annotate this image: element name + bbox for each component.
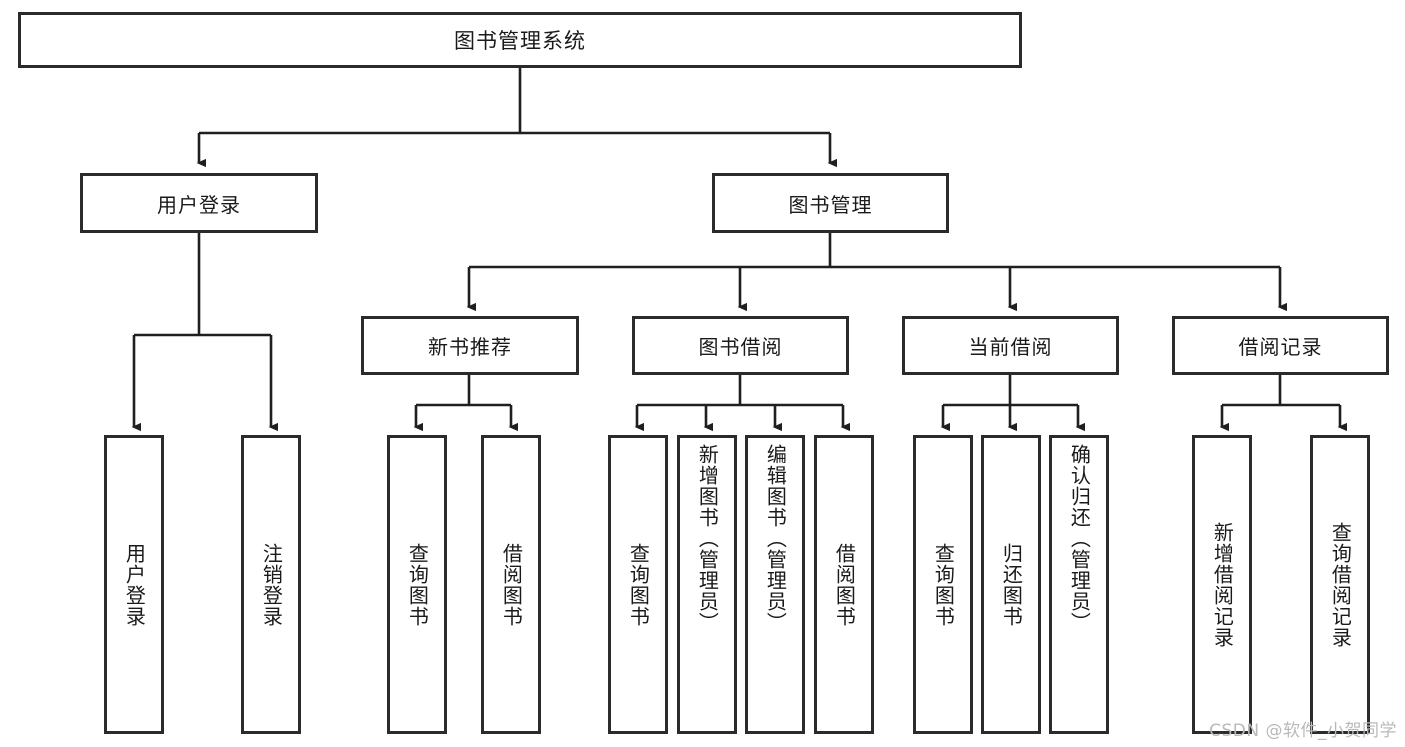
node-label: 用户登录	[157, 192, 241, 217]
node-label: 新增借阅记录	[1210, 521, 1235, 648]
leaf-borrow-record-query-record[interactable]: 查询借阅记录	[1310, 435, 1370, 734]
node-label: 归还图书	[999, 542, 1024, 627]
node-label: 图书借阅	[698, 335, 783, 359]
node-label: 注销登录	[259, 542, 284, 627]
node-label: 借阅记录	[1238, 335, 1323, 359]
node-book-borrow[interactable]: 图书借阅	[632, 316, 849, 375]
node-label: 图书管理	[788, 192, 873, 217]
node-root-system[interactable]: 图书管理系统	[18, 12, 1022, 68]
node-user-login[interactable]: 用户登录	[80, 173, 318, 233]
leaf-new-book-borrow-book[interactable]: 借阅图书	[481, 435, 541, 734]
node-new-book-recommend[interactable]: 新书推荐	[361, 316, 579, 375]
node-label: 当前借阅	[968, 335, 1053, 359]
leaf-current-borrow-confirm-return-admin[interactable]: 确认归还（管理员）	[1049, 435, 1109, 734]
node-label: 确认归还（管理员）	[1067, 444, 1092, 633]
leaf-user-login-login[interactable]: 用户登录	[104, 435, 164, 734]
node-label: 查询图书	[626, 542, 651, 627]
node-label: 借阅图书	[499, 542, 524, 627]
leaf-user-login-logout[interactable]: 注销登录	[241, 435, 301, 734]
node-label: 查询借阅记录	[1328, 521, 1353, 648]
node-current-borrow[interactable]: 当前借阅	[902, 316, 1119, 375]
node-label: 编辑图书（管理员）	[763, 444, 788, 633]
csdn-watermark: CSDN @软件_小贺同学	[1209, 721, 1397, 741]
leaf-book-borrow-edit-book-admin[interactable]: 编辑图书（管理员）	[745, 435, 805, 734]
node-book-management[interactable]: 图书管理	[712, 173, 949, 233]
leaf-current-borrow-return-book[interactable]: 归还图书	[981, 435, 1041, 734]
node-label: 新书推荐	[428, 335, 512, 359]
node-label: 借阅图书	[832, 542, 857, 627]
leaf-book-borrow-query-book[interactable]: 查询图书	[608, 435, 668, 734]
leaf-borrow-record-add-record[interactable]: 新增借阅记录	[1192, 435, 1252, 734]
node-borrow-record[interactable]: 借阅记录	[1172, 316, 1389, 375]
node-label: 图书管理系统	[454, 29, 586, 53]
node-label: 查询图书	[405, 542, 430, 627]
leaf-current-borrow-query-book[interactable]: 查询图书	[913, 435, 973, 734]
node-label: 用户登录	[122, 542, 147, 627]
leaf-book-borrow-add-book-admin[interactable]: 新增图书（管理员）	[677, 435, 737, 734]
leaf-book-borrow-borrow-book[interactable]: 借阅图书	[814, 435, 874, 734]
node-label: 新增图书（管理员）	[695, 444, 720, 633]
node-label: 查询图书	[931, 542, 956, 627]
leaf-new-book-query-book[interactable]: 查询图书	[387, 435, 447, 734]
